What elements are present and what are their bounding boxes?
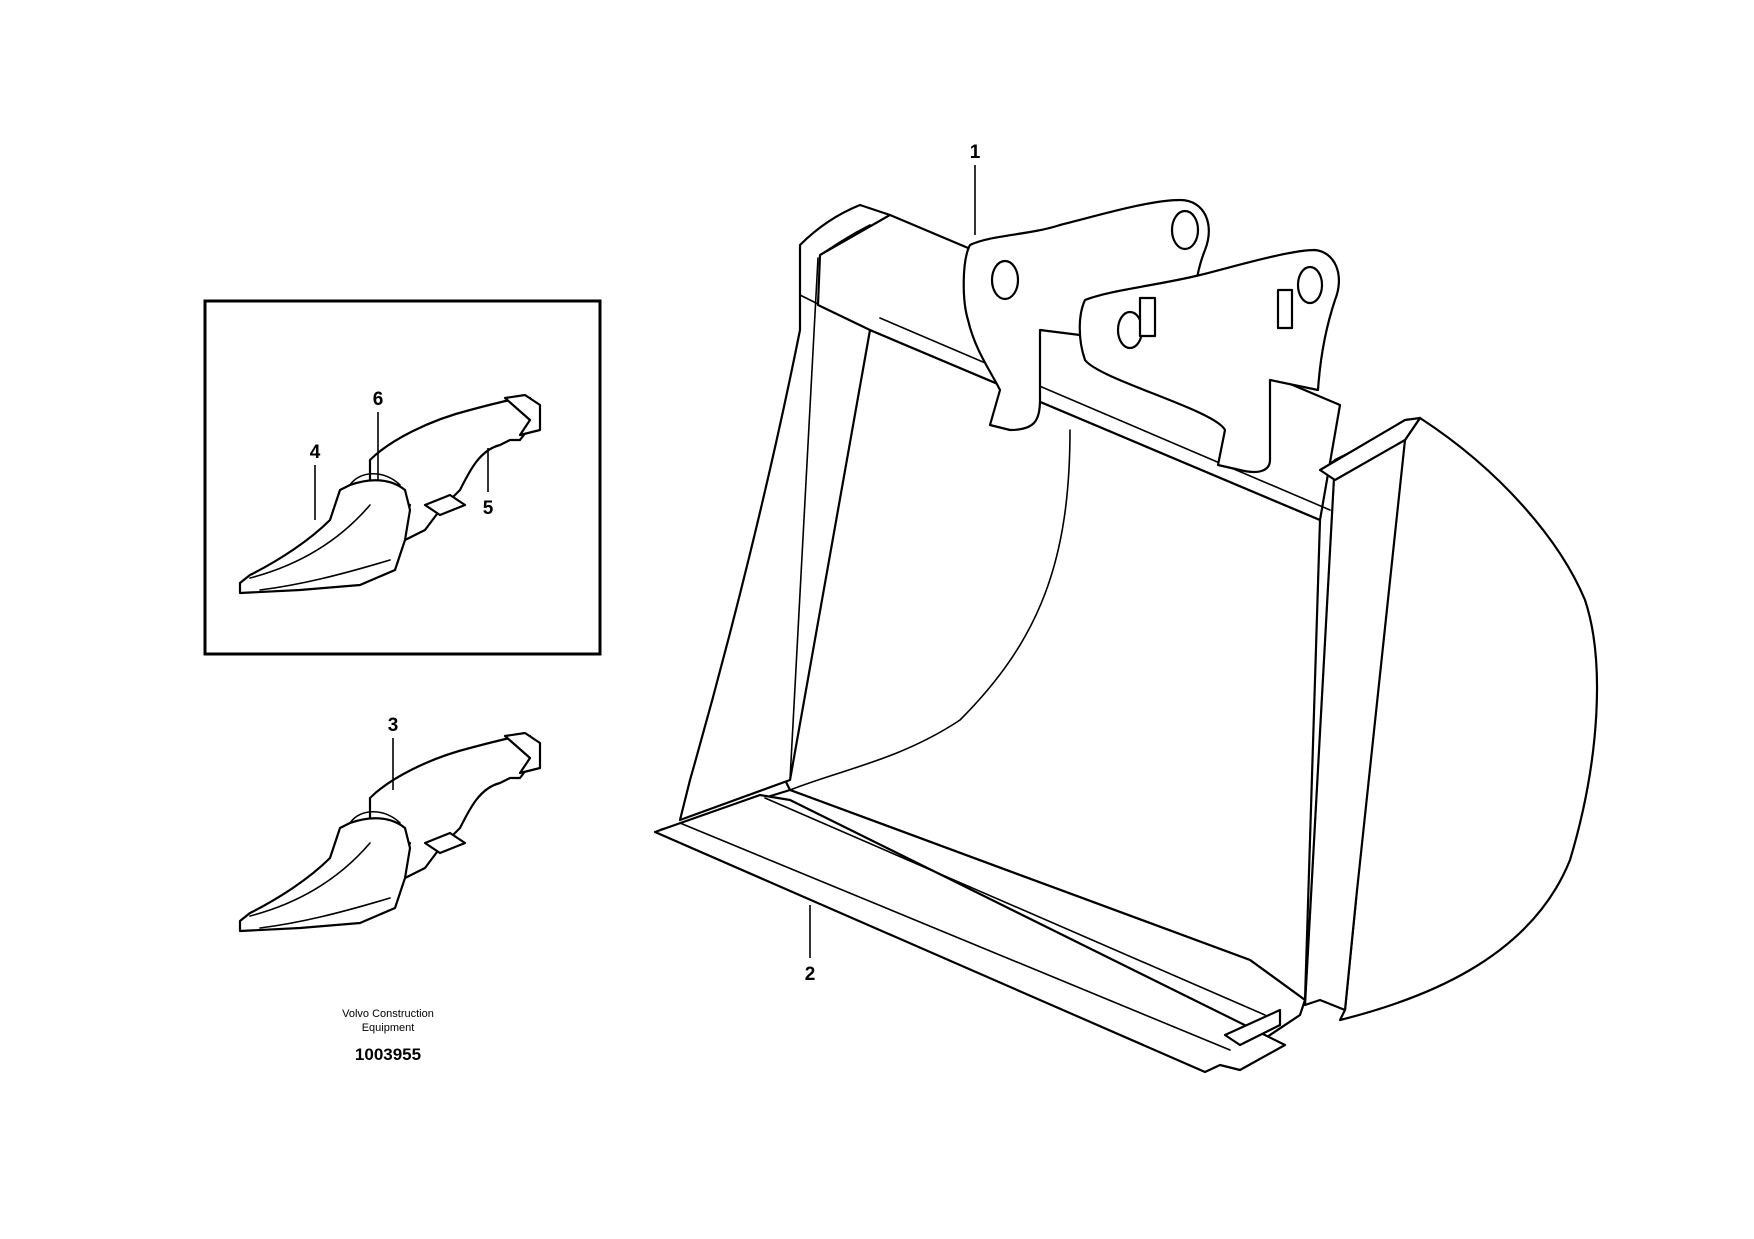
bucket-back-contour [789,429,1071,791]
bucket-right-side-plate [1338,416,1599,1022]
inset-retainer [423,493,467,517]
callout-6-number: 6 [373,389,384,410]
callout-2: 2 [805,905,816,985]
tooth-assembly-3 [238,731,542,933]
bracket-lock-key-right [1276,288,1294,330]
callout-5: 5 [483,448,494,519]
tooth-3-bottom-edge [259,897,391,929]
detail-inset-frame [203,299,602,656]
tooth-3-retainer [423,831,467,855]
callout-6: 6 [373,389,384,480]
bucket [653,198,1599,1074]
bucket-left-side-plate [678,203,892,822]
callout-5-number: 5 [483,498,494,519]
callout-4-number: 4 [310,442,321,463]
tooth-3-ridge [249,842,371,917]
bucket-side-cutter [1223,1008,1282,1047]
caption-line-1: Volvo Construction [342,1008,434,1020]
bucket-floor-line [764,797,1266,1016]
manufacturer-caption: Volvo Construction Equipment 1003955 [342,1008,434,1064]
tooth-3-pin-lock [349,811,401,824]
bucket-cutting-edge-line [679,822,1231,1051]
inset-pin-lock [349,473,401,486]
inset-tooth-ridge [249,504,371,579]
inset-tooth-assembly [238,393,542,595]
callout-2-number: 2 [805,964,816,985]
caption-line-2: Equipment [362,1022,415,1034]
bucket-top-beam-edge [879,317,1331,511]
bucket-cutting-edge [653,793,1287,1074]
callout-3: 3 [388,715,399,790]
bucket-right-top-rim [1318,416,1422,482]
callout-1: 1 [970,142,981,235]
bracket-lock-key-left [1138,296,1157,338]
inset-tooth-point [238,479,412,595]
bucket-left-inner-edge [789,257,819,781]
tooth-3-point [238,817,412,933]
drawing-code: 1003955 [355,1045,421,1064]
callout-4: 4 [310,442,321,520]
bracket-front-pin-hole-left [990,259,1020,301]
bracket-front-pin-hole-right [1170,209,1200,251]
bracket-rear-pin-hole-right [1296,265,1324,305]
bracket-rear-pin-hole-left [1116,310,1144,350]
callout-3-number: 3 [388,715,399,736]
bucket-top-beam [816,213,1342,522]
inset-tooth-bottom-edge [259,559,391,591]
callout-1-number: 1 [970,142,981,163]
inset-adapter-nose [503,393,542,437]
tooth-3-adapter-nose [503,731,542,775]
